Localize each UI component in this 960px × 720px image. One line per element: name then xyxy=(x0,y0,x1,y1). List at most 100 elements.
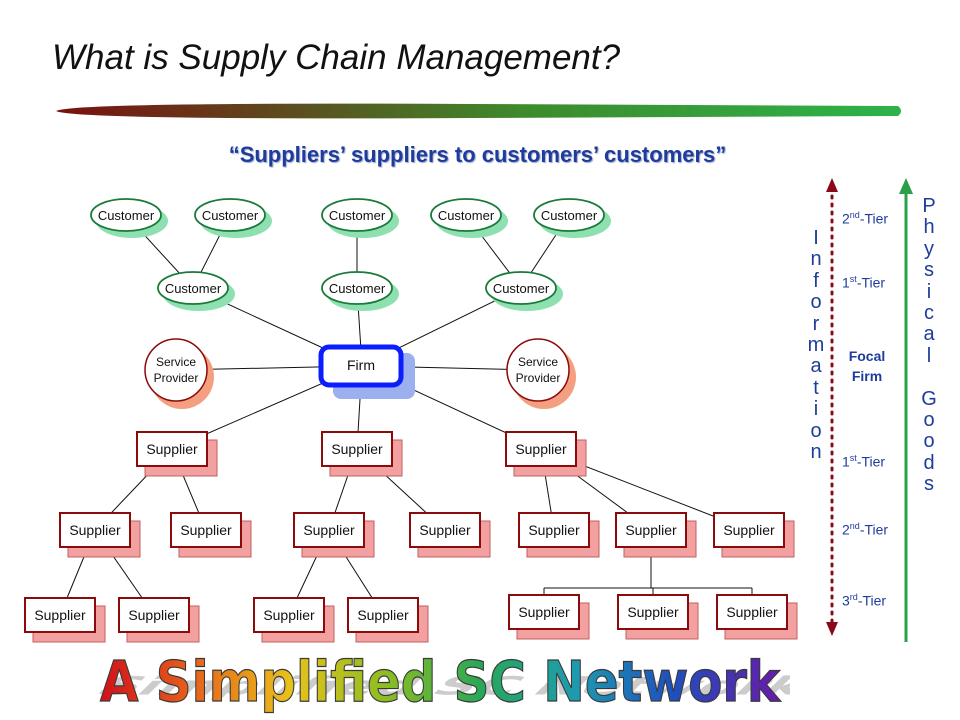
customer-label: Customer xyxy=(541,208,598,223)
service-provider-label-line2: Provider xyxy=(154,371,199,385)
banner-wordart: A Simplified SC Network A Simplified SC … xyxy=(90,649,790,715)
tier-label-downstream-1st: 1st-Tier xyxy=(842,453,886,470)
customer-ellipse xyxy=(533,198,605,232)
supplier-node: Supplier xyxy=(505,431,587,477)
supplier-box xyxy=(118,597,190,633)
customer-label: Customer xyxy=(493,281,550,296)
supplier-label: Supplier xyxy=(146,441,198,457)
supplier-label: Supplier xyxy=(515,441,567,457)
supplier-box xyxy=(253,597,325,633)
customer-node: Customer xyxy=(430,198,508,238)
supplier-node: Supplier xyxy=(136,431,218,477)
supplier-box xyxy=(24,597,96,633)
vertical-letter: y xyxy=(924,237,934,260)
supplier-box xyxy=(716,594,788,630)
vertical-letter: f xyxy=(813,269,819,292)
customer-label: Customer xyxy=(329,281,386,296)
customer-ellipse xyxy=(321,198,393,232)
title-underline-bar xyxy=(56,103,901,119)
supplier-node: Supplier xyxy=(615,512,697,558)
tier-label-upstream-1st: 1st-Tier xyxy=(842,274,886,291)
vertical-letter: i xyxy=(813,398,819,421)
customer-ellipse xyxy=(430,198,502,232)
customer-node: Customer xyxy=(321,198,399,238)
tier-label-downstream-3rd: 3rd-Tier xyxy=(842,592,887,609)
tier-label-upstream-2nd: 2nd-Tier xyxy=(842,210,889,227)
supplier-label: Supplier xyxy=(263,607,315,623)
supplier-label: Supplier xyxy=(34,607,86,623)
banner-text: A Simplified SC Network xyxy=(100,650,782,715)
vertical-letter: s xyxy=(924,473,934,496)
service-provider-circle xyxy=(506,338,570,402)
letter-gap xyxy=(916,367,942,388)
vertical-letter: i xyxy=(926,280,932,303)
customer-node: Customer xyxy=(194,198,272,238)
supplier-label: Supplier xyxy=(303,522,355,538)
customer-label: Customer xyxy=(438,208,495,223)
focal-firm-label: Focal Firm xyxy=(840,346,894,386)
customer-label: Customer xyxy=(98,208,155,223)
customer-ellipse xyxy=(485,271,557,305)
supplier-box xyxy=(59,512,131,548)
supplier-box xyxy=(170,512,242,548)
supplier-box xyxy=(615,512,687,548)
supplier-box xyxy=(505,431,577,467)
vertical-letter: r xyxy=(812,312,820,335)
supplier-box xyxy=(347,597,419,633)
service-provider-label-line1: Service xyxy=(156,355,196,369)
focal-firm-node: Firm xyxy=(318,344,415,399)
supplier-node: Supplier xyxy=(508,594,590,640)
supplier-node: Supplier xyxy=(617,594,699,640)
supplier-box xyxy=(508,594,580,630)
focal-label-line2: Firm xyxy=(851,368,883,384)
supplier-label: Supplier xyxy=(528,522,580,538)
firm-label: Firm xyxy=(347,357,375,373)
supplier-box xyxy=(409,512,481,548)
customer-label: Customer xyxy=(165,281,222,296)
customer-ellipse xyxy=(194,198,266,232)
supplier-box xyxy=(617,594,689,630)
customer-node: Customer xyxy=(485,271,563,311)
supplier-node: Supplier xyxy=(713,512,795,558)
supplier-label: Supplier xyxy=(723,522,775,538)
customer-node: Customer xyxy=(321,271,399,311)
vertical-letter: c xyxy=(924,302,934,325)
supplier-node: Supplier xyxy=(24,597,106,643)
customer-label: Customer xyxy=(329,208,386,223)
slide-title: What is Supply Chain Management? xyxy=(52,38,621,77)
vertical-letter: o xyxy=(923,409,935,432)
vertical-letter: a xyxy=(810,355,822,378)
vertical-letter: o xyxy=(810,419,822,442)
vertical-letter: I xyxy=(813,227,819,249)
supplier-label: Supplier xyxy=(357,607,409,623)
supplier-box xyxy=(518,512,590,548)
vertical-letter: t xyxy=(813,376,819,399)
supplier-label: Supplier xyxy=(180,522,232,538)
supplier-node: Supplier xyxy=(253,597,335,643)
connector-tree xyxy=(543,548,753,594)
supplier-node: Supplier xyxy=(716,594,798,640)
supplier-node: Supplier xyxy=(347,597,429,643)
supplier-label: Supplier xyxy=(419,522,471,538)
customer-ellipse xyxy=(157,271,229,305)
supplier-label: Supplier xyxy=(726,604,778,620)
focal-label-line1: Focal xyxy=(848,348,886,364)
banner-shadow: A Simplified SC Network xyxy=(90,672,790,701)
supplier-label: Supplier xyxy=(128,607,180,623)
supplier-node: Supplier xyxy=(518,512,600,558)
supplier-node: Supplier xyxy=(293,512,375,558)
slide-subtitle: “Suppliers’ suppliers to customers’ cust… xyxy=(228,142,727,167)
service-provider-label-line2: Provider xyxy=(516,371,561,385)
vertical-letter: n xyxy=(810,248,822,271)
supplier-label: Supplier xyxy=(331,441,383,457)
supplier-node: Supplier xyxy=(118,597,200,643)
vertical-letter: o xyxy=(923,430,935,453)
vertical-letter: h xyxy=(923,216,935,239)
customer-label: Customer xyxy=(202,208,259,223)
firm-box xyxy=(318,344,404,388)
vertical-letter: s xyxy=(924,259,934,282)
